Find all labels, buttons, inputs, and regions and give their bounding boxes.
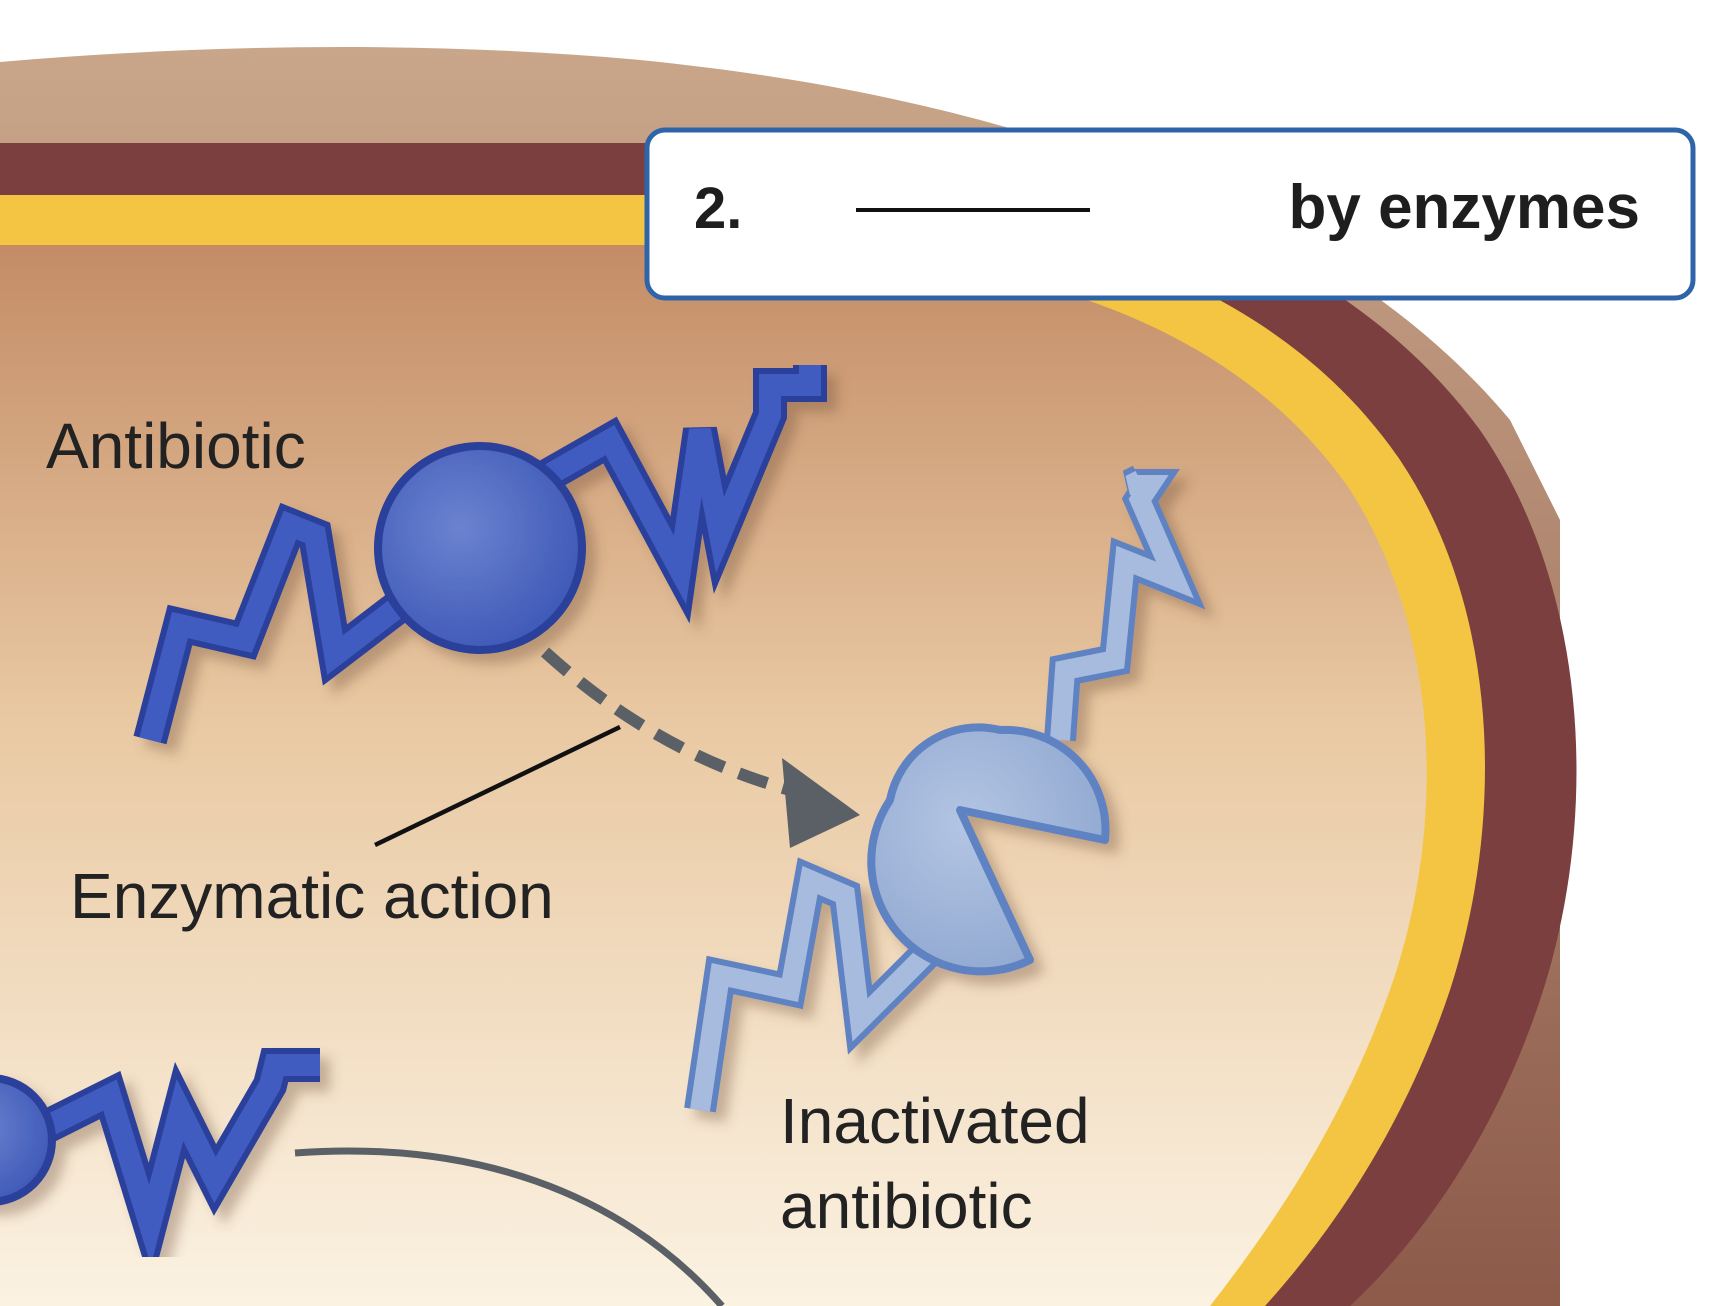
partial-antibiotic-ring xyxy=(0,1074,56,1206)
enzymatic-action-arrow xyxy=(540,647,860,848)
inactivated-lower-chain-face xyxy=(690,865,948,1112)
enzymatic-action-label: Enzymatic action xyxy=(70,860,554,932)
broken-ring xyxy=(867,723,1110,976)
antibiotic-ring xyxy=(374,442,586,654)
partial-antibiotic-chain-face xyxy=(35,1054,320,1266)
question-number: 2. xyxy=(694,176,742,241)
cell-cytoplasm xyxy=(0,245,1427,1306)
antibiotic-label: Antibiotic xyxy=(46,410,306,482)
bottom-curve-line xyxy=(294,1147,725,1306)
question-suffix: by enzymes xyxy=(1288,173,1640,242)
inactivated-antibiotic-molecule xyxy=(684,465,1206,1113)
inactivated-label-line2: antibiotic xyxy=(780,1170,1033,1242)
enzymatic-action-leader-line xyxy=(374,724,621,848)
arrow-dashed-path xyxy=(540,647,792,796)
question-box: 2. by enzymes xyxy=(644,127,1696,301)
question-box-frame xyxy=(644,127,1696,301)
arrow-head xyxy=(782,758,860,848)
inactivated-label-line1: Inactivated xyxy=(780,1085,1090,1157)
antibiotic-right-chain-face xyxy=(534,365,821,605)
antibiotic-molecule-partial xyxy=(0,1048,320,1288)
antibiotic-molecule xyxy=(133,365,827,745)
inactivated-upper-chain-face xyxy=(1050,471,1194,741)
antibiotic-left-chain-face xyxy=(139,510,427,743)
